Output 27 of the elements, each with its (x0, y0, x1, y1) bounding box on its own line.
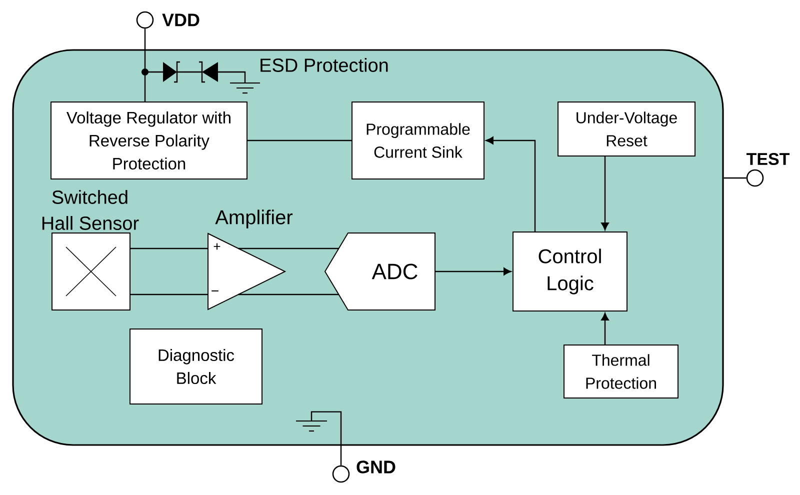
connector-line (238, 248, 338, 250)
pin-label: VDD (162, 14, 200, 26)
function-block: Diagnostic Block (130, 328, 262, 404)
ground-symbol (296, 420, 327, 432)
arrow (435, 268, 512, 276)
connector-line (144, 28, 146, 102)
function-block: Programmable Current Sink (352, 102, 484, 180)
connector-line (238, 294, 338, 296)
connector-line (130, 294, 208, 296)
arrow (601, 156, 609, 230)
connector-line (248, 140, 352, 142)
polarity-sign: − (212, 290, 218, 292)
connector-line (130, 248, 208, 250)
arrow (486, 136, 536, 232)
function-block: Under-Voltage Reset (558, 102, 696, 156)
function-block: Voltage Regulator with Reverse Polarity Protection (50, 102, 248, 180)
polarity-sign: + (214, 243, 220, 250)
function-block: Thermal Protection (564, 344, 678, 398)
block-heading: Switched Hall Sensor (42, 190, 139, 230)
pin-label: GND (356, 460, 396, 474)
component-label: ESD Protection (260, 58, 388, 72)
arrow (601, 312, 609, 344)
pin-label: TEST (746, 152, 790, 166)
block-heading: Amplifier (215, 210, 293, 228)
connector-line (310, 411, 342, 466)
function-block: Control Logic (512, 232, 628, 312)
connector-line (724, 177, 746, 179)
